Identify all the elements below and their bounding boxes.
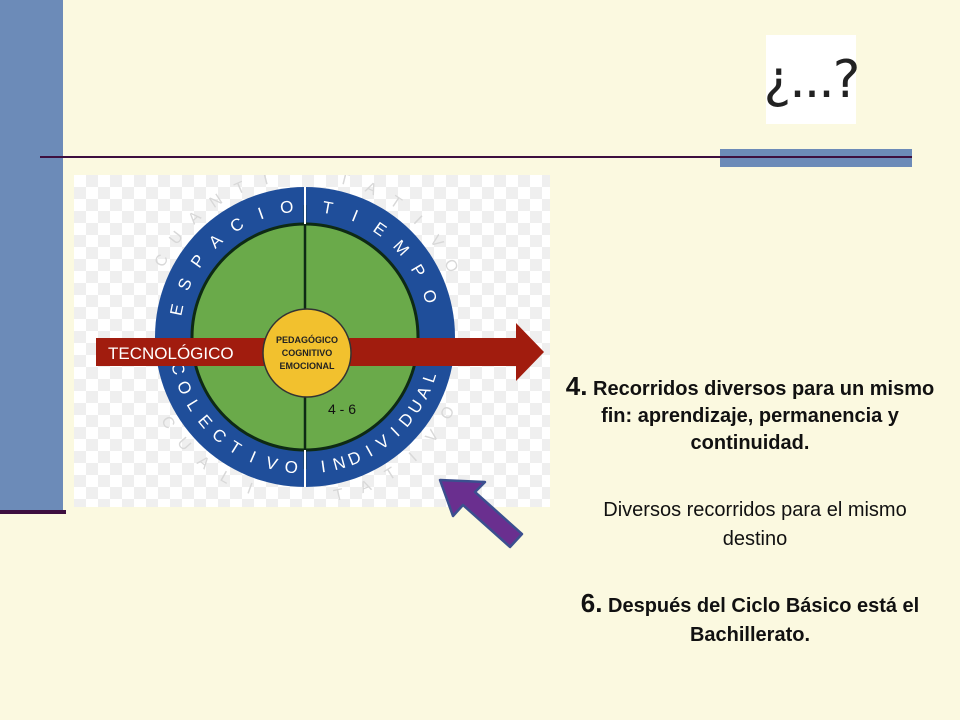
faint-letter: U	[166, 228, 187, 248]
faint-letter: I	[262, 175, 270, 189]
point-4-number: 4.	[565, 371, 588, 401]
faint-letter: A	[194, 453, 213, 473]
faint-letter: V	[426, 232, 446, 251]
ring-letter-colectivo: V	[264, 453, 280, 474]
faint-letter: A	[185, 208, 205, 228]
ring-letter-individual: N	[331, 453, 348, 475]
ring-letter-colectivo: O	[284, 457, 299, 477]
arrow-label: TECNOLÓGICO	[108, 344, 234, 363]
faint-letter: I	[406, 450, 421, 466]
center-line-2: COGNITIVO	[282, 348, 333, 358]
faint-letter: U	[174, 434, 194, 454]
faint-letter: N	[207, 191, 226, 212]
faint-letter: V	[423, 427, 443, 446]
faint-letter: A	[358, 477, 375, 497]
faint-letter: T	[382, 464, 399, 484]
ring-letter-espacio: I	[255, 204, 266, 223]
faint-letter: L	[217, 468, 233, 487]
ring-letter-espacio: E	[166, 302, 187, 317]
ring-letter-tiempo: T	[321, 198, 335, 219]
faint-letter: A	[363, 179, 380, 199]
ring-letter-espacio: O	[279, 197, 295, 218]
question-glyph: ¿...?	[763, 49, 861, 110]
sidebar-underline	[0, 510, 66, 514]
faint-letter: I	[245, 480, 255, 497]
faint-letter: O	[440, 257, 461, 276]
point-6-number: 6.	[580, 588, 603, 618]
center-line-1: PEDAGÓGICO	[276, 334, 338, 345]
question-mark-icon: ¿...?	[763, 35, 861, 124]
faint-letter: T	[337, 175, 351, 189]
faint-letter: O	[438, 404, 459, 423]
subtext: Diversos recorridos para el mismo destin…	[603, 499, 907, 550]
faint-letter: T	[387, 193, 405, 213]
left-sidebar-bar	[0, 0, 63, 510]
ring-letter-colectivo: I	[247, 447, 259, 466]
ring-letter-tiempo: O	[419, 287, 441, 305]
faint-letter: C	[157, 413, 178, 432]
header-divider	[40, 156, 912, 158]
point-6-body: Después del Ciclo Básico está el Bachill…	[608, 595, 920, 646]
faint-letter: I	[410, 213, 425, 228]
point-6-text: 6. Después del Ciclo Básico está el Bach…	[555, 589, 945, 650]
center-yellow-circle	[262, 308, 352, 398]
faint-letter: T	[332, 486, 345, 505]
faint-letter: C	[152, 252, 172, 270]
header-divider-accent	[720, 149, 912, 167]
ring-letter-individual: I	[320, 457, 327, 476]
center-line-3: EMOCIONAL	[280, 361, 336, 371]
faint-letter: T	[232, 179, 248, 199]
pointer-arrow-icon	[438, 478, 524, 549]
ring-letter-tiempo: I	[349, 206, 361, 225]
point-4-text: 4. Recorridos diversos para un mismo fin…	[560, 373, 940, 457]
quadrant-label: 4 - 6	[328, 401, 356, 417]
point-4-body: Recorridos diversos para un mismo fin: a…	[593, 378, 935, 454]
